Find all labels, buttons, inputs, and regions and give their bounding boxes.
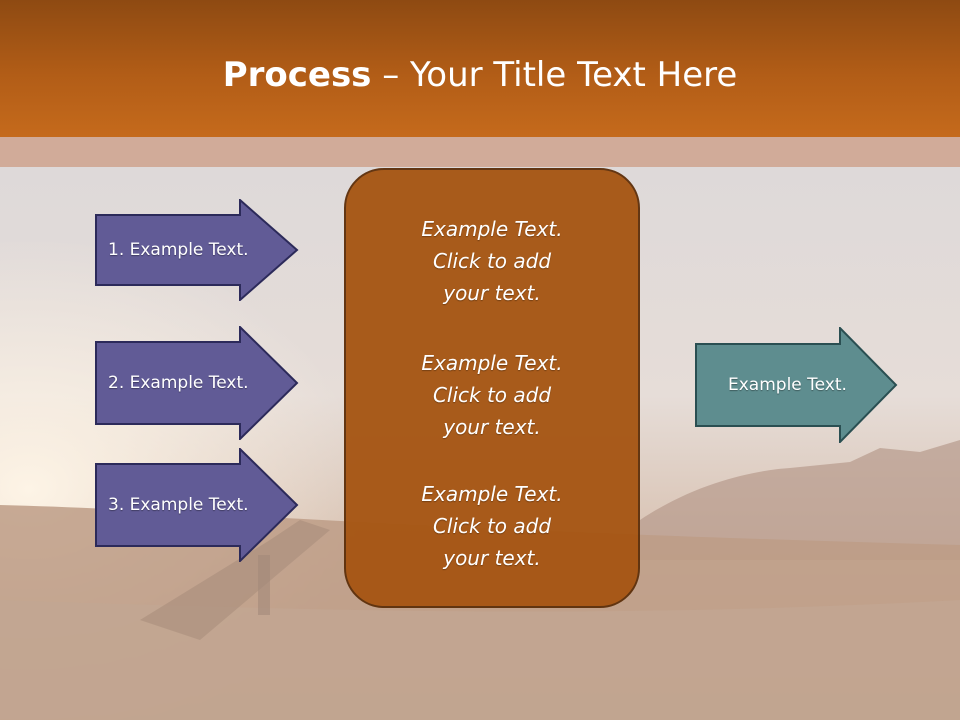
center-paragraph-2-line-1: Example Text. <box>421 351 563 375</box>
center-paragraph-2-line-3: your text. <box>443 415 541 439</box>
center-paragraph-1-line-1: Example Text. <box>421 217 563 241</box>
step-arrow-3-shape <box>95 448 299 562</box>
step-arrow-1-label: 1. Example Text. <box>108 240 249 260</box>
center-paragraph-3-line-1: Example Text. <box>421 482 563 506</box>
title-underline-band <box>0 137 960 167</box>
center-paragraph-2: Example Text. Click to add your text. <box>344 347 640 443</box>
step-arrow-2-shape <box>95 326 299 440</box>
center-text-box[interactable] <box>344 168 640 608</box>
result-arrow[interactable]: Example Text. <box>695 327 900 443</box>
slide-title[interactable]: Process – Your Title Text Here <box>0 52 960 98</box>
center-paragraph-2-line-2: Click to add <box>432 383 552 407</box>
result-arrow-label: Example Text. <box>728 375 847 395</box>
center-paragraph-3-line-3: your text. <box>443 546 541 570</box>
step-arrow-3-label: 3. Example Text. <box>108 495 249 515</box>
step-arrow-3[interactable]: 3. Example Text. <box>95 448 300 562</box>
title-bar <box>0 0 960 137</box>
center-paragraph-1-line-3: your text. <box>443 281 541 305</box>
step-arrow-1-shape <box>95 199 299 301</box>
title-rest: – Your Title Text Here <box>371 55 738 95</box>
result-arrow-shape <box>695 327 898 443</box>
step-arrow-1[interactable]: 1. Example Text. <box>95 199 300 301</box>
title-bold: Process <box>222 55 372 95</box>
step-arrow-2-label: 2. Example Text. <box>108 373 249 393</box>
center-paragraph-1: Example Text. Click to add your text. <box>344 213 640 309</box>
center-paragraph-3: Example Text. Click to add your text. <box>344 478 640 574</box>
step-arrow-2[interactable]: 2. Example Text. <box>95 326 300 440</box>
center-paragraph-3-line-2: Click to add <box>432 514 552 538</box>
center-paragraph-1-line-2: Click to add <box>432 249 552 273</box>
